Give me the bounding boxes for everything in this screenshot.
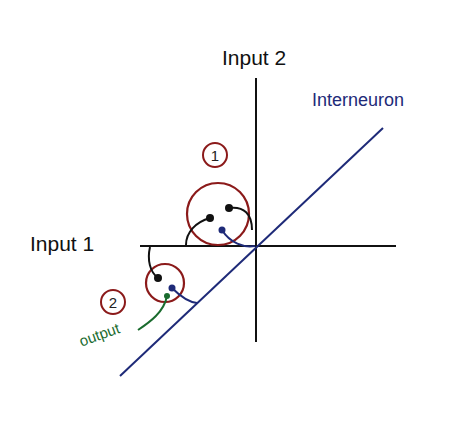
- synapse-dot: [169, 285, 176, 292]
- axis-label: Input 1: [30, 232, 94, 255]
- synapse-dot: [219, 227, 226, 234]
- output-leader: [138, 296, 167, 330]
- axis-label: Input 2: [222, 46, 286, 69]
- dendrite: [149, 247, 158, 278]
- interneuron-input: [222, 230, 255, 246]
- output-label: output: [77, 320, 122, 350]
- dendrite: [186, 218, 210, 245]
- callout-circle: 2: [100, 289, 126, 315]
- axis-input1: [140, 245, 396, 247]
- callout-number: 2: [109, 295, 117, 310]
- interneuron-input: [172, 288, 197, 303]
- neuron-body: [187, 183, 249, 245]
- callout-number: 1: [211, 148, 219, 163]
- callout-circle: 1: [202, 142, 228, 168]
- synapse-dot: [206, 214, 214, 222]
- axis-input2: [255, 78, 257, 342]
- interneuron-line: [120, 128, 383, 376]
- synapse-dot: [164, 293, 170, 299]
- synapse-dot: [154, 274, 162, 282]
- synapse-dot: [225, 204, 233, 212]
- interneuron-label: Interneuron: [312, 91, 404, 111]
- dendrite: [229, 208, 252, 230]
